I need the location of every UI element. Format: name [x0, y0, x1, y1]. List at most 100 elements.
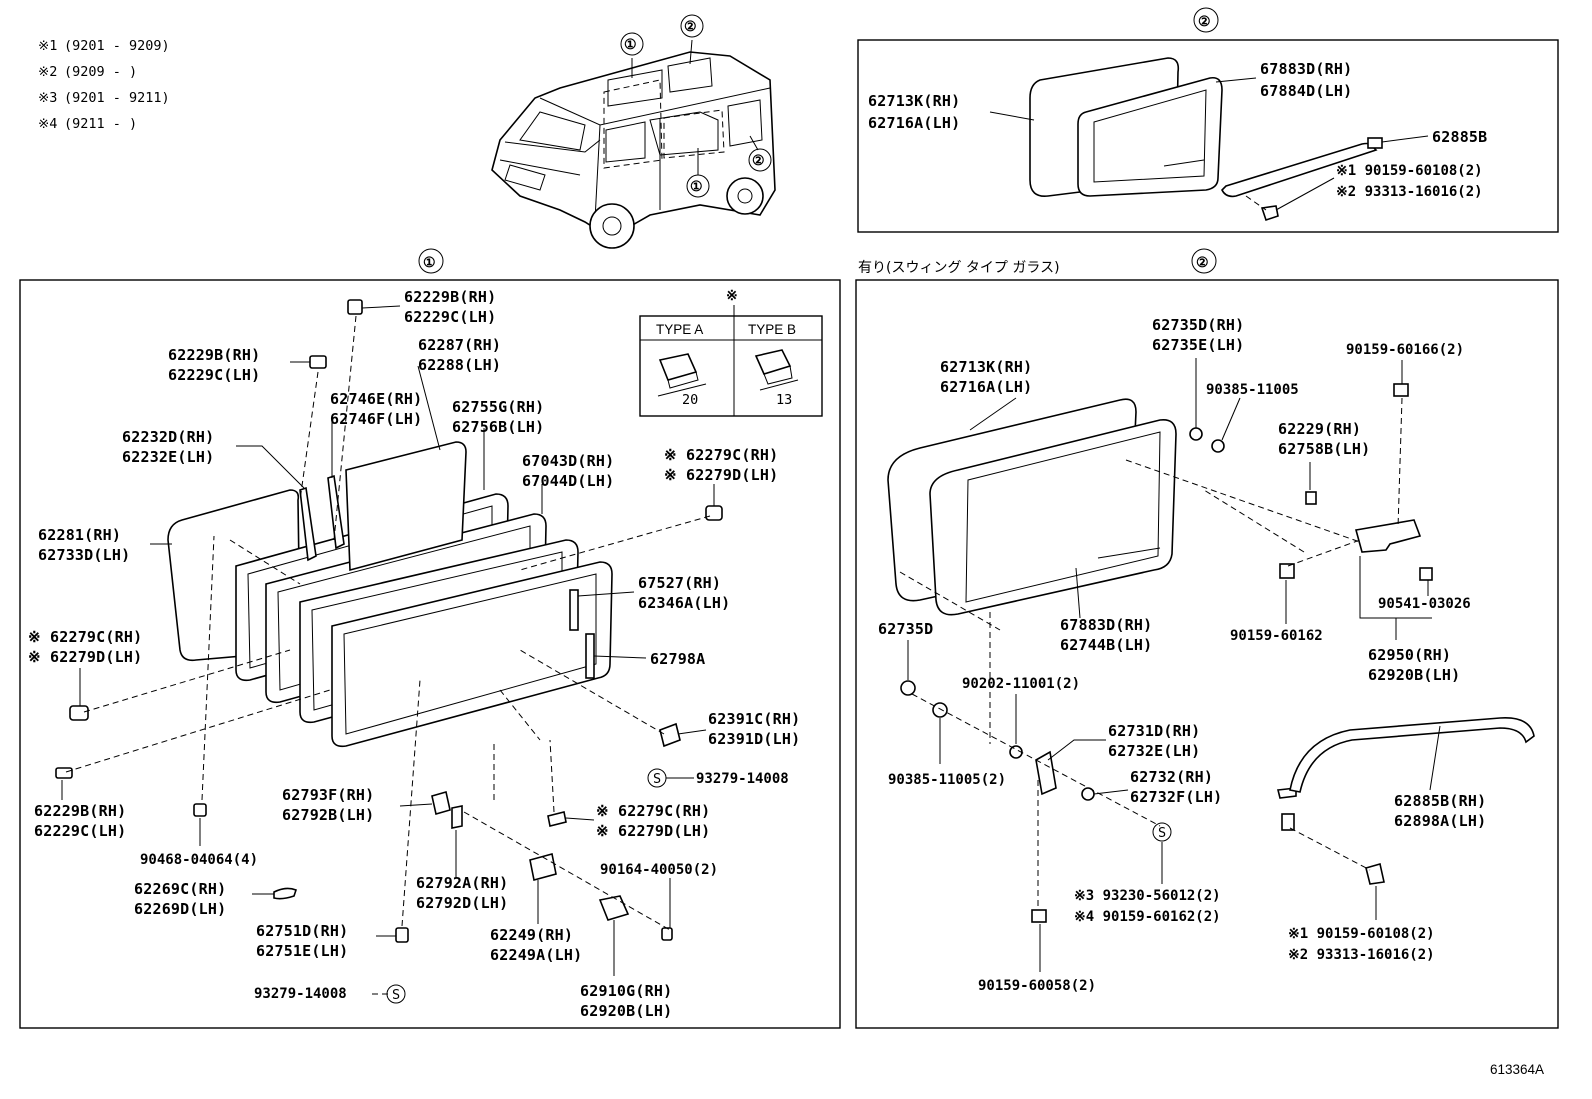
lp-c1-rh: 62229B(RH): [404, 288, 496, 306]
lp-s3-rh: ※ 62279C(RH): [596, 802, 710, 820]
lp-cover-rh: 62792A(RH): [416, 874, 508, 892]
tr-glass-rh: 62713K(RH): [868, 92, 960, 110]
lp-cover-lh: 62792D(LH): [416, 894, 508, 912]
rp-washer2: 90385-11005(2): [888, 772, 1006, 788]
rp-screws-rod-2: ※2 93313-16016(2): [1288, 947, 1435, 963]
van-marker-2a: ②: [684, 19, 697, 35]
note-1-text: (9201 - 9209): [64, 38, 170, 54]
rp-hinge-lh: 62732E(LH): [1108, 742, 1200, 760]
type-a-dim: 20: [682, 392, 698, 408]
lp-screw-s: 93279-14008: [696, 771, 789, 787]
lp-stopper-rh: 62249(RH): [490, 926, 573, 944]
lp-frame-rh: 67527(RH): [638, 574, 721, 592]
lp-lock-rh: 62910G(RH): [580, 982, 672, 1000]
type-a-label: TYPE A: [656, 322, 703, 337]
top-right-marker: ②: [1198, 14, 1211, 30]
lp-c1-lh: 62229C(LH): [404, 308, 496, 326]
left-panel-marker-circle: [418, 248, 444, 274]
right-panel-caption: 有り(スウィング タイプ ガラス): [858, 260, 1060, 276]
lp-pad-rh: 62269C(RH): [134, 880, 226, 898]
lp-frame-lh: 62346A(LH): [638, 594, 730, 612]
top-right-parts: [1029, 57, 1383, 222]
note-3-text: (9201 - 9211): [64, 90, 170, 106]
van-marker-1b: ①: [690, 179, 703, 195]
top-right-marker-circle: [1193, 7, 1219, 33]
lp-m3-lh: 62756B(LH): [452, 418, 544, 436]
rp-nut-b: 62735D: [878, 620, 933, 638]
lp-glass-rh: 62281(RH): [38, 526, 121, 544]
van-illustration: ① ② ① ②: [491, 14, 776, 249]
lp-s1-lh: ※ 62279D(LH): [664, 466, 778, 484]
lp-pin-lh: 62751E(LH): [256, 942, 348, 960]
rp-screw-c: 90159-60162: [1230, 628, 1323, 644]
tr-glass-lh: 62716A(LH): [868, 114, 960, 132]
rp-washer: 90385-11005: [1206, 382, 1299, 398]
lp-s-marker-1: S: [653, 771, 661, 787]
rp-s-marker-circle: [1152, 822, 1172, 842]
rp-screws-s-2: ※4 90159-60162(2): [1074, 909, 1221, 925]
rp-screws-rod-1: ※1 90159-60108(2): [1288, 926, 1435, 942]
type-table-star: ※: [726, 288, 738, 304]
type-b-label: TYPE B: [748, 322, 796, 337]
rp-screw-b: 90541-03026: [1378, 596, 1471, 612]
note-2-mark: ※2: [38, 64, 57, 80]
lp-seal: 62798A: [650, 650, 705, 668]
lp-s-marker-2-circle: [386, 984, 406, 1004]
lp-s1-rh: ※ 62279C(RH): [664, 446, 778, 464]
figure-id: 613364A: [1490, 1062, 1544, 1077]
rp-cushion-rh: 62229(RH): [1278, 420, 1361, 438]
rp-cushion-lh: 62758B(LH): [1278, 440, 1370, 458]
rp-s-marker: S: [1158, 825, 1166, 841]
rp-nut-a-rh: 62735D(RH): [1152, 316, 1244, 334]
rp-glass-lh: 62716A(LH): [940, 378, 1032, 396]
lp-m4-rh: 62232D(RH): [122, 428, 214, 446]
lp-stopper-lh: 62249A(LH): [490, 946, 582, 964]
rp-rod-rh: 62885B(RH): [1394, 792, 1486, 810]
rp-glass-rh: 62713K(RH): [940, 358, 1032, 376]
lp-c3-rh: 62229B(RH): [34, 802, 126, 820]
type-b-dim: 13: [776, 392, 792, 408]
lp-m2-lh: 62746F(LH): [330, 410, 422, 428]
right-panel-marker: ②: [1196, 255, 1209, 271]
lp-pin-rh: 62751D(RH): [256, 922, 348, 940]
lp-screw2: 90164-40050(2): [600, 862, 718, 878]
right-panel-marker-circle: [1191, 248, 1217, 274]
lp-screw-s2: 93279-14008: [254, 986, 347, 1002]
lp-c3-lh: 62229C(LH): [34, 822, 126, 840]
rp-latch-lh: 62920B(LH): [1368, 666, 1460, 684]
note-4-mark: ※4: [38, 116, 57, 132]
rp-bolt: 90202-11001(2): [962, 676, 1080, 692]
rp-plate-lh: 62732F(LH): [1130, 788, 1222, 806]
lp-bracket-rh: 62793F(RH): [282, 786, 374, 804]
left-panel-marker: ①: [423, 255, 436, 271]
lp-glass-lh: 62733D(LH): [38, 546, 130, 564]
lp-s2-rh: ※ 62279C(RH): [28, 628, 142, 646]
lp-s-marker-2: S: [392, 987, 400, 1003]
van-marker-2b: ②: [752, 153, 765, 169]
date-notes: ※1 (9201 - 9209) ※2 (9209 - ) ※3 (9201 -…: [38, 38, 170, 132]
rp-screw-a: 90159-60166(2): [1346, 342, 1464, 358]
lp-clip: 90468-04064(4): [140, 852, 258, 868]
lp-m3-rh: 62755G(RH): [452, 398, 544, 416]
rp-plate-rh: 62732(RH): [1130, 768, 1213, 786]
lp-lock-lh: 62920B(LH): [580, 1002, 672, 1020]
left-panel-box: [19, 279, 841, 1029]
rp-screw-bottom: 90159-60058(2): [978, 978, 1096, 994]
lp-m1-rh: 62287(RH): [418, 336, 501, 354]
type-table: ※ TYPE A TYPE B 20 13: [639, 288, 823, 417]
note-3-mark: ※3: [38, 90, 57, 106]
tr-rod: 62885B: [1432, 128, 1487, 146]
lp-cap-rh: 62391C(RH): [708, 710, 800, 728]
lp-c2-rh: 62229B(RH): [168, 346, 260, 364]
lp-s2-lh: ※ 62279D(LH): [28, 648, 142, 666]
lp-pad-lh: 62269D(LH): [134, 900, 226, 918]
rp-hinge-rh: 62731D(RH): [1108, 722, 1200, 740]
note-1-mark: ※1: [38, 38, 57, 54]
tr-weatherstrip-lh: 67884D(LH): [1260, 82, 1352, 100]
rp-rod-lh: 62898A(LH): [1394, 812, 1486, 830]
lp-s3-lh: ※ 62279D(LH): [596, 822, 710, 840]
tr-screw-1: ※1 90159-60108(2): [1336, 163, 1483, 179]
rp-weatherstrip-rh: 67883D(RH): [1060, 616, 1152, 634]
top-right-box: [857, 39, 1559, 233]
